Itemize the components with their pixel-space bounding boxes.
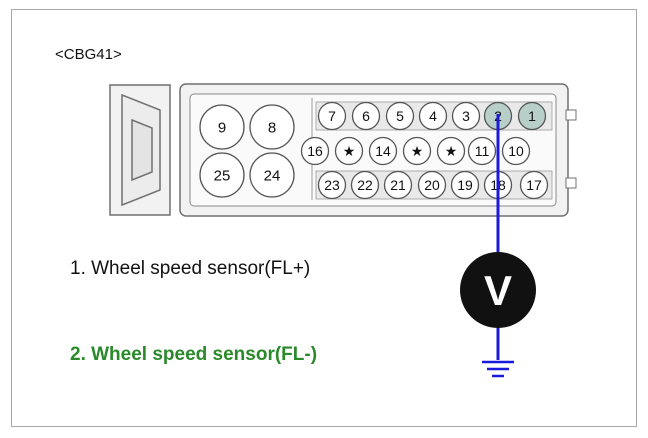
connector-pin: 14 (368, 136, 398, 166)
legend-item-fl-minus: 2. Wheel speed sensor(FL-) (70, 344, 318, 365)
pin-label: 17 (526, 177, 542, 193)
connector-pin: 17 (519, 170, 549, 200)
connector-pin: ★ (436, 136, 466, 166)
connector-pin: ★ (402, 136, 432, 166)
pin-label: 10 (508, 143, 524, 159)
pin-label: 14 (375, 143, 391, 159)
pin-label: 23 (324, 177, 340, 193)
connector-pin: 11 (467, 136, 497, 166)
pin-label: 24 (264, 167, 281, 184)
pin-label: 5 (396, 108, 404, 124)
diagram-frame (11, 9, 637, 427)
pin-label: 11 (475, 143, 490, 159)
connector-pin: 25 (199, 152, 245, 198)
connector-pin: 7 (317, 101, 347, 131)
ground-icon (482, 360, 514, 378)
pin-label: ★ (445, 143, 458, 159)
pin-label: 19 (457, 177, 473, 193)
connector-pin: 4 (418, 101, 448, 131)
pin-label: ★ (343, 143, 356, 159)
connector-pin: 1 (517, 101, 547, 131)
pin-label: ★ (411, 143, 424, 159)
voltmeter-icon: V (460, 252, 536, 328)
connector-pin: 6 (351, 101, 381, 131)
pin-label: 1 (528, 108, 536, 124)
connector-pin: 21 (383, 170, 413, 200)
connector-pin: 22 (350, 170, 380, 200)
connector-label: <CBG41> (55, 46, 122, 63)
connector-pin: 9 (199, 104, 245, 150)
pin-label: 20 (424, 177, 440, 193)
legend-item-fl-plus: 1. Wheel speed sensor(FL+) (70, 258, 311, 279)
connector-pin: 8 (249, 104, 295, 150)
connector-pin: 24 (249, 152, 295, 198)
pin-label: 22 (357, 177, 373, 193)
connector-pin: 5 (385, 101, 415, 131)
pin-label: 21 (390, 177, 406, 193)
pin-label: 4 (429, 108, 437, 124)
voltmeter-symbol: V (484, 267, 512, 314)
connector-pin: 23 (317, 170, 347, 200)
pin-label: 3 (462, 108, 470, 124)
connector-pin: 10 (501, 136, 531, 166)
connector-pin: 16 (300, 136, 330, 166)
connector-pin: 20 (417, 170, 447, 200)
pin-label: 8 (268, 119, 276, 136)
connector-pin: ★ (334, 136, 364, 166)
pin-label: 7 (328, 108, 336, 124)
connector-pin: 19 (450, 170, 480, 200)
connector-pin: 3 (451, 101, 481, 131)
pin-label: 16 (307, 143, 323, 159)
pin-label: 6 (362, 108, 370, 124)
connector-latch (109, 84, 171, 216)
pin-label: 9 (218, 119, 226, 136)
pin-label: 25 (214, 167, 231, 184)
